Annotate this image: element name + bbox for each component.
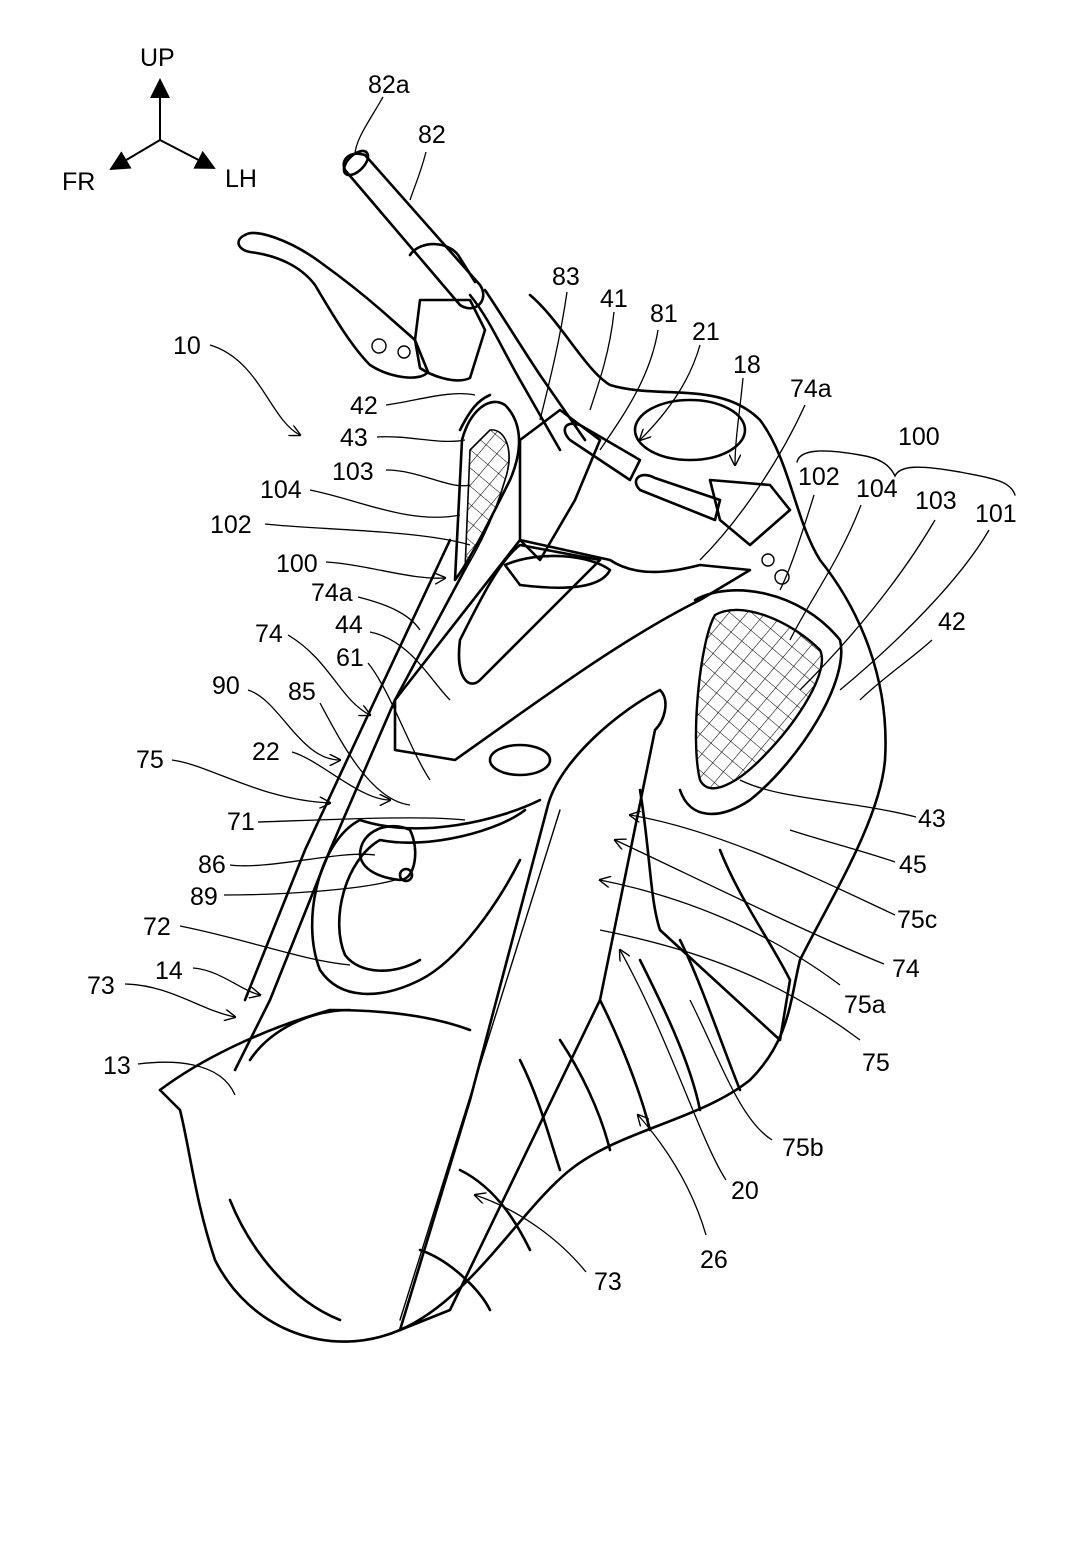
bar-clamp [634, 473, 722, 522]
ref-label: 10 [173, 332, 201, 360]
orientation-compass: UP FR LH [62, 44, 257, 196]
wheel-ribs-lower [228, 1168, 532, 1322]
ref-label: 104 [260, 476, 302, 504]
ref-label: 102 [210, 511, 252, 539]
fender-13 [158, 1008, 472, 1092]
compass-up-label: UP [140, 44, 175, 72]
ref-label: 14 [155, 957, 183, 985]
ref-label: 102 [798, 463, 840, 491]
ref-label: 75 [862, 1049, 890, 1077]
ref-label: 81 [650, 300, 678, 328]
center-recess [457, 543, 602, 685]
ref-label: 101 [975, 500, 1017, 528]
ref-label: 26 [700, 1246, 728, 1274]
brake-lever [237, 231, 430, 379]
ref-label: 13 [103, 1052, 131, 1080]
bolt [761, 553, 775, 567]
compass-left-hand-label: LH [225, 165, 257, 193]
right-shroud-45 [638, 788, 792, 1042]
lever-bolt [371, 338, 387, 354]
left-hand-arrow-icon [159, 139, 216, 169]
pivot-89 [398, 867, 414, 883]
ref-label: 74 [255, 620, 283, 648]
ref-label: 61 [336, 644, 364, 672]
group-100-brace [796, 450, 1016, 496]
front-cover-outline [158, 293, 887, 1343]
left-intake-mesh [464, 429, 510, 571]
bolt [774, 569, 790, 585]
ref-label: 104 [856, 475, 898, 503]
ref-label: 100 [898, 423, 940, 451]
ref-label: 42 [350, 392, 378, 420]
column-crease [399, 809, 561, 1321]
ref-label: 45 [899, 851, 927, 879]
stem-bracket-83 [518, 408, 602, 562]
ref-label: 82 [418, 121, 446, 149]
ref-label: 83 [552, 263, 580, 291]
ref-label: 72 [143, 913, 171, 941]
ref-label: 75c [897, 906, 937, 934]
ref-label: 103 [332, 458, 374, 486]
ref-label: 74a [790, 375, 832, 403]
meter-recess [633, 398, 747, 462]
bar-clamp-81 [563, 422, 642, 482]
ref-label: 75 [136, 746, 164, 774]
ref-label: 20 [731, 1177, 759, 1205]
handle-grip [342, 152, 485, 310]
wheel-ribs [518, 938, 742, 1172]
ref-label: 90 [212, 672, 240, 700]
ref-label: 75a [844, 991, 886, 1019]
ref-label: 18 [733, 351, 761, 379]
ref-label: 86 [198, 851, 226, 879]
ref-label: 82a [368, 71, 410, 99]
center-body-44 [393, 538, 752, 762]
ref-label: 21 [692, 318, 720, 346]
cover-edge [458, 393, 492, 432]
ref-label: 43 [918, 805, 946, 833]
leader-lines [124, 96, 1016, 1273]
lever-bolt [397, 345, 411, 359]
ref-label: 43 [340, 424, 368, 452]
vehicle-drawing [158, 149, 887, 1343]
ref-label: 44 [335, 611, 363, 639]
inner-loop-72 [310, 798, 542, 996]
ref-label: 74a [311, 579, 353, 607]
front-arrow-icon [109, 139, 161, 171]
compass-front-label: FR [62, 168, 95, 196]
ref-label: 103 [915, 487, 957, 515]
ref-label: 85 [288, 678, 316, 706]
grip-end [342, 149, 370, 177]
grip-collar [408, 242, 477, 284]
front-column-73 [398, 688, 667, 1332]
ref-label: 71 [227, 808, 255, 836]
steering-head-61 [488, 743, 552, 777]
ref-label: 73 [594, 1268, 622, 1296]
right-mesh-frame [678, 589, 843, 816]
ref-label: 22 [252, 738, 280, 766]
fender-lip [248, 1008, 352, 1062]
ref-label: 100 [276, 550, 318, 578]
link-86 [358, 824, 417, 882]
ref-label: 74 [892, 955, 920, 983]
ref-label: 73 [87, 972, 115, 1000]
ref-label: 41 [600, 285, 628, 313]
stem-collar [503, 554, 612, 590]
inner-loop-inner [337, 808, 527, 972]
ref-label: 42 [938, 608, 966, 636]
ref-label: 89 [190, 883, 218, 911]
reference-labels: 82a 82 83 41 81 21 18 74a 100 102 104 10… [87, 71, 1017, 1296]
right-intake-mesh [694, 608, 824, 790]
ref-label: 75b [782, 1134, 824, 1162]
switch-housing [413, 298, 487, 382]
handlebar [468, 288, 587, 452]
